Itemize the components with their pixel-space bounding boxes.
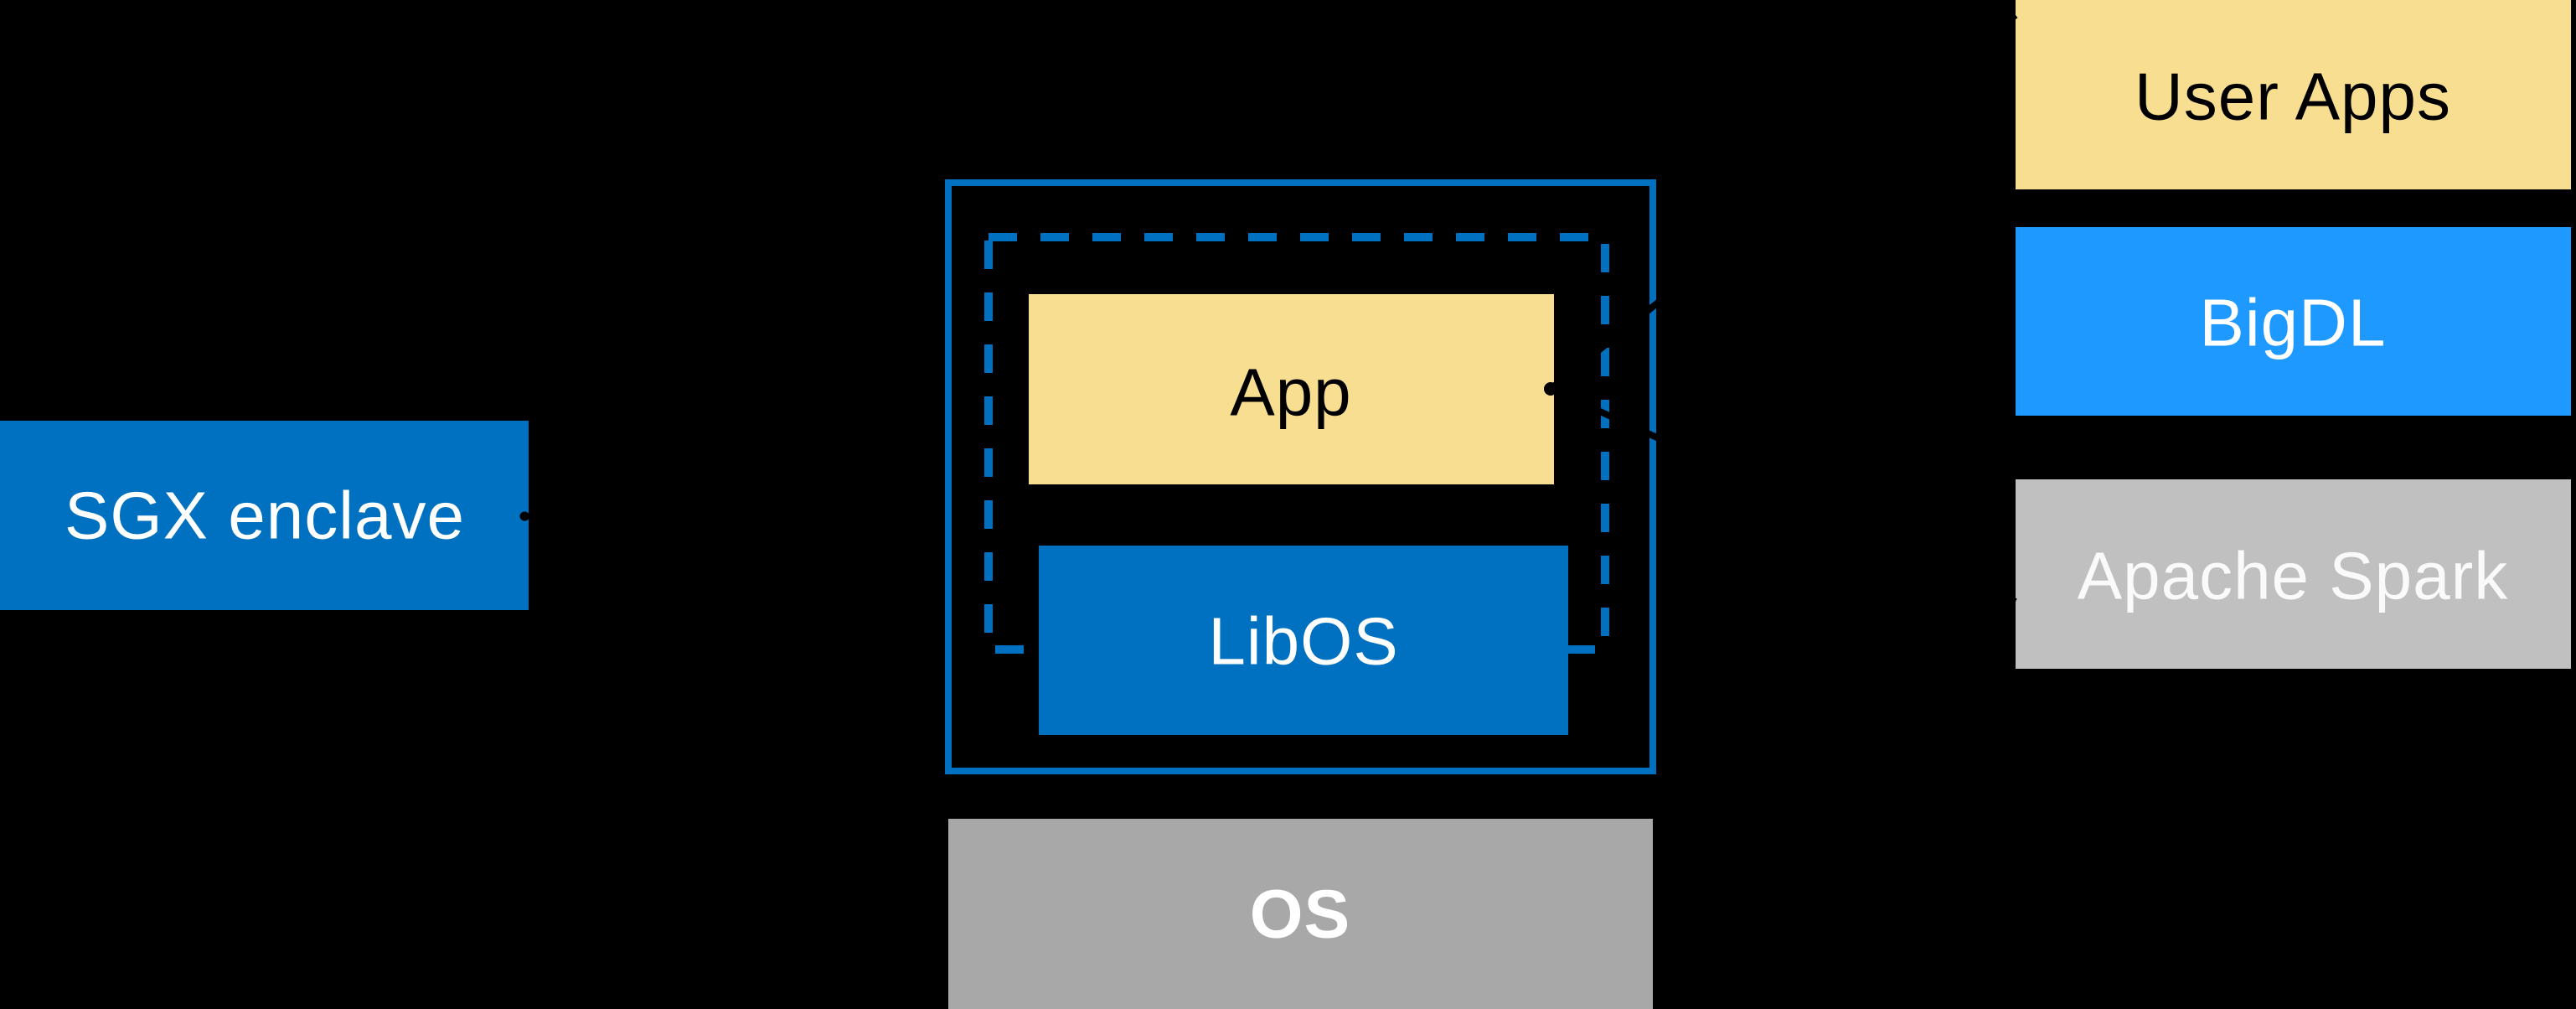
stack-user-apps-box: [2016, 0, 2571, 189]
stack-bigdl-label: BigDL: [2200, 286, 2387, 360]
expansion-vertex-dot: [1544, 382, 1557, 396]
stack-bigdl-box: [2016, 227, 2571, 416]
stack-apache-spark-box: [2016, 479, 2571, 669]
os-box: [948, 819, 1653, 1009]
expansion-line-lower: [1549, 385, 2017, 605]
sgx-enclave-label: SGX enclave: [65, 479, 465, 553]
host-outer-box: [945, 179, 1656, 774]
libos-box: [1039, 546, 1568, 735]
stack-user-apps-label: User Apps: [2135, 60, 2451, 134]
enclave-callout-dotted-line: [519, 508, 948, 521]
expansion-line-upper: [1548, 12, 2018, 392]
libos-label: LibOS: [1208, 604, 1398, 679]
app-label: App: [1230, 355, 1351, 430]
app-box: [1029, 294, 1554, 484]
sgx-enclave-box: [0, 421, 529, 610]
stack-apache-spark-label: Apache Spark: [2078, 539, 2509, 613]
os-label: OS: [1250, 877, 1350, 953]
